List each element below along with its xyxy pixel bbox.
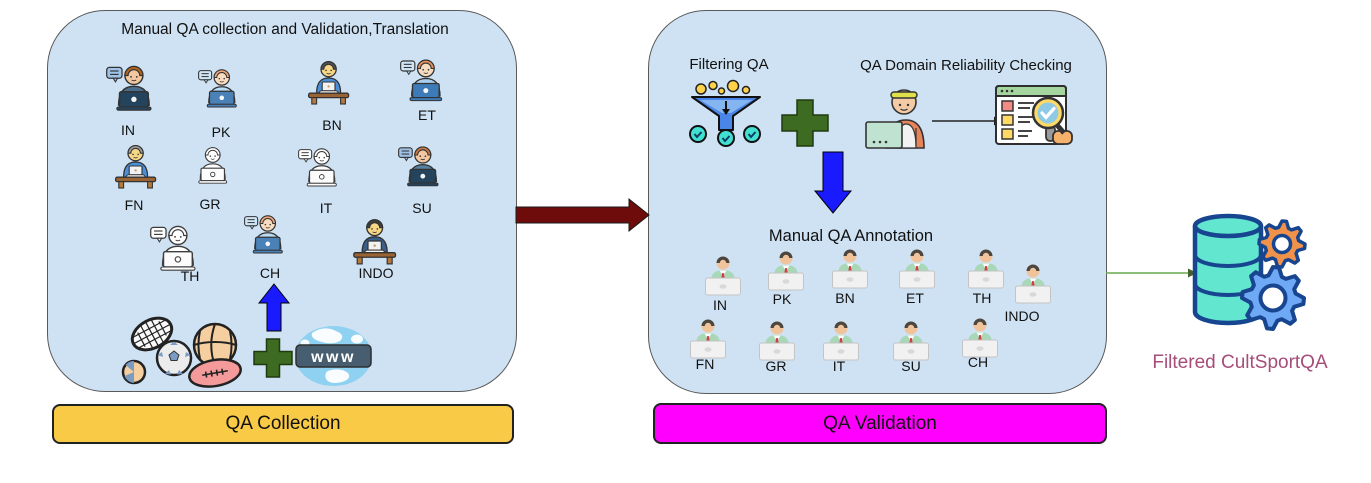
collector-label-TH: TH: [180, 268, 200, 284]
annotator-label-IN: IN: [713, 297, 727, 313]
annotator-person-icon-IT: [821, 318, 861, 362]
collector-person-icon-IT: [298, 145, 344, 191]
annotator-label-ET: ET: [906, 290, 924, 306]
checking-arrow: [932, 116, 1002, 126]
annotator-label-FN: FN: [695, 356, 715, 372]
manual-annotation-title: Manual QA Annotation: [768, 227, 934, 245]
collector-label-FN: FN: [124, 197, 144, 213]
collector-label-BN: BN: [322, 117, 342, 133]
annotator-person-icon-INDO: [1013, 261, 1053, 305]
output-connector-arrow: [1106, 268, 1197, 278]
collector-label-GR: GR: [199, 196, 221, 212]
annotator-person-icon-CH: [960, 315, 1000, 359]
collector-person-icon-FN: [110, 142, 158, 190]
annotator-person-icon-SU: [891, 318, 931, 362]
collector-label-INDO: INDO: [358, 265, 394, 281]
filtering-qa-title: Filtering QA: [689, 56, 769, 73]
collector-person-icon-BN: [303, 58, 351, 106]
annotator-label-GR: GR: [765, 358, 787, 374]
reliability-checker-person-icon: [865, 89, 925, 149]
annotator-label-BN: BN: [835, 290, 855, 306]
qa-validation-label: QA Validation: [823, 412, 937, 434]
collector-person-icon-TH: [150, 222, 204, 276]
collector-label-SU: SU: [412, 200, 432, 216]
plus-icon-right: [781, 99, 829, 147]
left-panel-title: Manual QA collection and Validation,Tran…: [121, 21, 449, 38]
annotator-label-TH: TH: [972, 290, 992, 306]
annotator-label-IT: IT: [832, 358, 846, 374]
qa-validation-label-box: QA Validation: [653, 403, 1107, 444]
annotator-label-SU: SU: [901, 358, 921, 374]
collector-label-IT: IT: [319, 200, 333, 216]
collector-person-icon-GR: [190, 144, 234, 188]
annotator-person-icon-FN: [688, 316, 728, 360]
sources-up-arrow: [257, 283, 291, 332]
reliability-checking-title: QA Domain Reliability Checking: [860, 57, 1072, 74]
annotator-person-icon-PK: [766, 248, 806, 292]
annotator-person-icon-TH: [966, 246, 1006, 290]
collector-person-icon-SU: [398, 143, 446, 191]
qa-validation-panel: [648, 10, 1107, 394]
annotator-person-icon-BN: [830, 246, 870, 290]
collection-to-validation-arrow: [515, 197, 650, 233]
database-gears-icon: [1192, 213, 1307, 331]
collector-label-CH: CH: [259, 265, 281, 281]
annotator-label-PK: PK: [772, 291, 792, 307]
www-globe-icon: www: [295, 326, 372, 386]
annotator-person-icon-ET: [897, 246, 937, 290]
collector-person-icon-ET: [400, 56, 450, 106]
annotator-label-INDO: INDO: [1004, 308, 1040, 324]
collector-person-icon-PK: [198, 66, 244, 112]
annotator-person-icon-GR: [757, 318, 797, 362]
annotation-down-arrow: [813, 151, 853, 214]
filtering-funnel-icon: [689, 79, 761, 147]
svg-text:www: www: [310, 349, 356, 366]
output-dataset-label: Filtered CultSportQA: [1152, 352, 1328, 373]
checklist-magnifier-icon: [995, 85, 1073, 145]
annotator-label-CH: CH: [967, 354, 989, 370]
collector-person-icon-IN: [106, 62, 160, 116]
qa-collection-label-box: QA Collection: [52, 404, 514, 444]
collector-label-IN: IN: [121, 122, 135, 138]
collector-person-icon-CH: [244, 212, 290, 258]
plus-icon-left: [253, 338, 293, 378]
collector-person-icon-INDO: [348, 216, 398, 266]
annotator-person-icon-IN: [703, 253, 743, 297]
sports-equipment-icon: [121, 316, 242, 388]
collector-label-PK: PK: [211, 124, 231, 140]
qa-collection-label: QA Collection: [225, 413, 341, 434]
collector-label-ET: ET: [418, 107, 436, 123]
